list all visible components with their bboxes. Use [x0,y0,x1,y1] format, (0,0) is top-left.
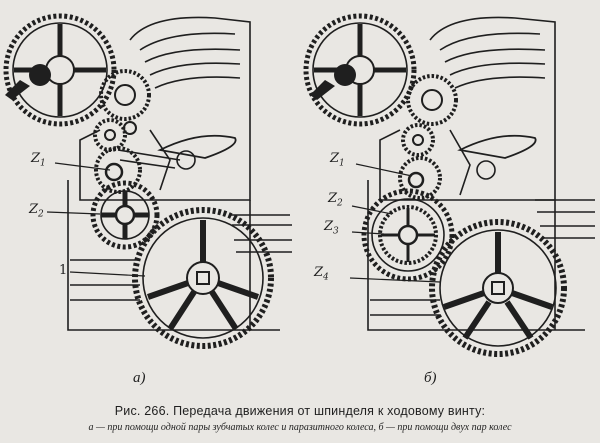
spindle-gear-a [3,13,117,127]
panel-a-label: а) [133,370,146,386]
panel-b-label: б) [424,370,437,386]
gear-z2-a [90,180,160,250]
gear-z1-b [398,156,442,200]
caption-text: а — при помощи одной пары зубчатых колес… [88,422,512,433]
label-z2-b: Z2 [328,191,343,209]
gear-train-figure: Z1 Z2 1 а) [0,0,600,400]
lead-screw-gear-a [132,207,274,349]
panel-b-drawing [303,13,595,357]
label-z3-b: Z3 [324,219,339,237]
label-z1-b: Z1 [330,151,345,169]
panel-a-drawing [3,13,292,349]
gear-z2-z3-b [361,188,455,282]
panel-b: Z1 Z2 Z3 Z4 б) [300,0,600,400]
panel-a: Z1 Z2 1 а) [0,0,300,400]
figure-caption: Рис. 266. Передача движения от шпинделя … [0,404,600,433]
spindle-gear-b [303,13,417,127]
label-z2-a: Z2 [29,202,44,220]
gear-stack-a [93,69,151,152]
gear-z1-a [94,146,142,194]
gear-z4-b [429,219,567,357]
label-z1-a: Z1 [31,151,46,169]
caption-title: Рис. 266. Передача движения от шпинделя … [114,404,486,418]
gear-stack-b [401,74,458,157]
label-idler-a: 1 [59,263,68,278]
label-z4-b: Z4 [314,265,329,283]
